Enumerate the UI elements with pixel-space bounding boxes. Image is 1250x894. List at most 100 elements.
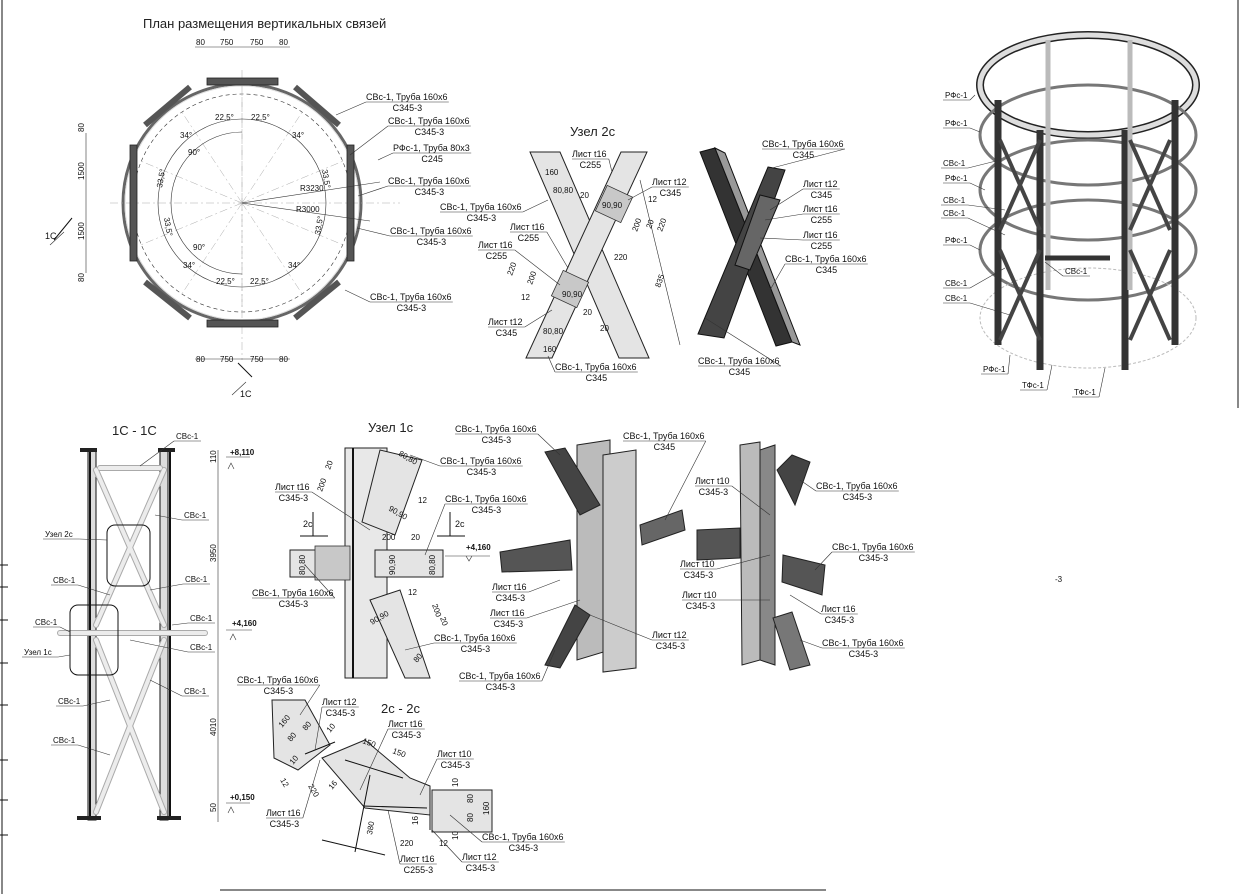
dim: 1500 (77, 222, 86, 240)
dim: 750 (220, 355, 234, 364)
member-label: Узел 2с (45, 530, 73, 539)
dim: 220 (400, 839, 414, 848)
callout-mark: СВс-1, Труба 160х6 (459, 671, 540, 681)
angle-label: 33,5° (162, 217, 174, 237)
dim: 90,90 (602, 201, 623, 210)
dim: 90,90 (562, 290, 583, 299)
dim: 80 (196, 38, 205, 47)
callout-mark: СВс-1, Труба 160х6 (816, 481, 897, 491)
dim: 12 (418, 496, 427, 505)
callout-mark: Лист t10 (680, 559, 715, 569)
section-2c-view: 2с - 2с 160 80 80 10 10 12 220 16 150 15… (271, 699, 493, 856)
callout-steel: С255 (811, 241, 833, 251)
callout-steel: С345-3 (441, 760, 471, 770)
dim: 20 (323, 459, 335, 471)
callout-leader (789, 594, 822, 615)
callout-steel: С245 (421, 154, 443, 164)
callout-leader (335, 101, 367, 116)
dim: 80 (279, 355, 288, 364)
dim: 20 (580, 191, 589, 200)
callout-steel: С345-3 (415, 127, 445, 137)
callout-leader (299, 684, 321, 716)
callout-steel: С345 (586, 373, 608, 383)
callout-leader (546, 231, 569, 269)
member-label: СВс-1 (190, 643, 213, 652)
iso-nodes-view (499, 439, 826, 673)
callout-mark: Лист t12 (322, 697, 357, 707)
dim: 750 (250, 38, 264, 47)
stray-text: -3 (1055, 575, 1063, 584)
callout-leader (537, 433, 561, 456)
callout-mark: Лист t16 (400, 854, 435, 864)
angle-label: 34° (288, 261, 300, 270)
callout-leader (716, 554, 771, 570)
dim: 10 (451, 831, 460, 840)
dim: 220 (655, 217, 668, 233)
dim: 90,90 (388, 554, 397, 575)
callout-mark: СВс-1, Труба 160х6 (482, 832, 563, 842)
callout-leader (424, 503, 446, 556)
section-2c-title: 2с - 2с (381, 701, 421, 716)
member-label: РФс-1 (945, 236, 968, 245)
node-2c-view: Узел 2с 160 80,80 90,90 20 12 200 20 220… (505, 124, 801, 359)
plan-view: План размещения вертикальных связей 80 7… (45, 16, 400, 399)
callout-leader (404, 642, 435, 651)
angle-label: 22,5° (251, 113, 270, 122)
callout-mark: Лист t12 (803, 179, 838, 189)
dim: 12 (278, 777, 291, 790)
callout-steel: С345-3 (699, 487, 729, 497)
callout-mark: СВс-1, Труба 160х6 (237, 675, 318, 685)
callout-leader (771, 148, 845, 169)
callout-leader (522, 199, 549, 213)
member-label: СВс-1 (184, 511, 207, 520)
callout-leader (431, 829, 463, 863)
member-label: СВс-1 (943, 209, 966, 218)
member-label: СВс-1 (35, 618, 58, 627)
dim: 220 (306, 783, 321, 800)
callout-leader (377, 152, 394, 161)
callout-steel: С345-3 (486, 682, 516, 692)
dim: 12 (439, 839, 448, 848)
elevation-mark: +4,160 (466, 543, 491, 552)
plan-title: План размещения вертикальных связей (143, 16, 386, 31)
dim: 750 (220, 38, 234, 47)
section-1c-view: 1С - 1С 110 3950 4010 50 (22, 423, 257, 822)
member-label: ТФс-1 (1022, 381, 1044, 390)
callout-leader (524, 309, 553, 328)
callout-steel: С345-3 (482, 435, 512, 445)
callout-mark: Лист t16 (266, 808, 301, 818)
member-label: ТФс-1 (1074, 388, 1096, 397)
callout-leader (344, 289, 371, 303)
dim: 12 (521, 293, 530, 302)
callout-mark: СВс-1, Труба 160х6 (388, 176, 469, 186)
callout-steel: С345-3 (843, 492, 873, 502)
member-label: СВс-1 (190, 614, 213, 623)
callout-steel: С345-3 (825, 615, 855, 625)
callout-steel: С345-3 (279, 493, 309, 503)
callout-steel: С345 (660, 188, 682, 198)
callout-leader (409, 454, 441, 467)
section-1c-title: 1С - 1С (112, 423, 157, 438)
callout-steel: С345-3 (393, 103, 423, 113)
member-label: СВс-1 (185, 575, 208, 584)
callout-steel: С345 (654, 442, 676, 452)
node-2c-title: Узел 2с (570, 124, 616, 139)
callout-steel: С345-3 (392, 730, 422, 740)
callout-leader (514, 249, 561, 286)
dim: 12 (408, 588, 417, 597)
dim: 220 (614, 253, 628, 262)
callout-leader (526, 599, 581, 619)
callout-mark: СВс-1, Труба 160х6 (832, 542, 913, 552)
callout-mark: СВс-1, Труба 160х6 (555, 362, 636, 372)
callout-steel: С345-3 (472, 505, 502, 515)
